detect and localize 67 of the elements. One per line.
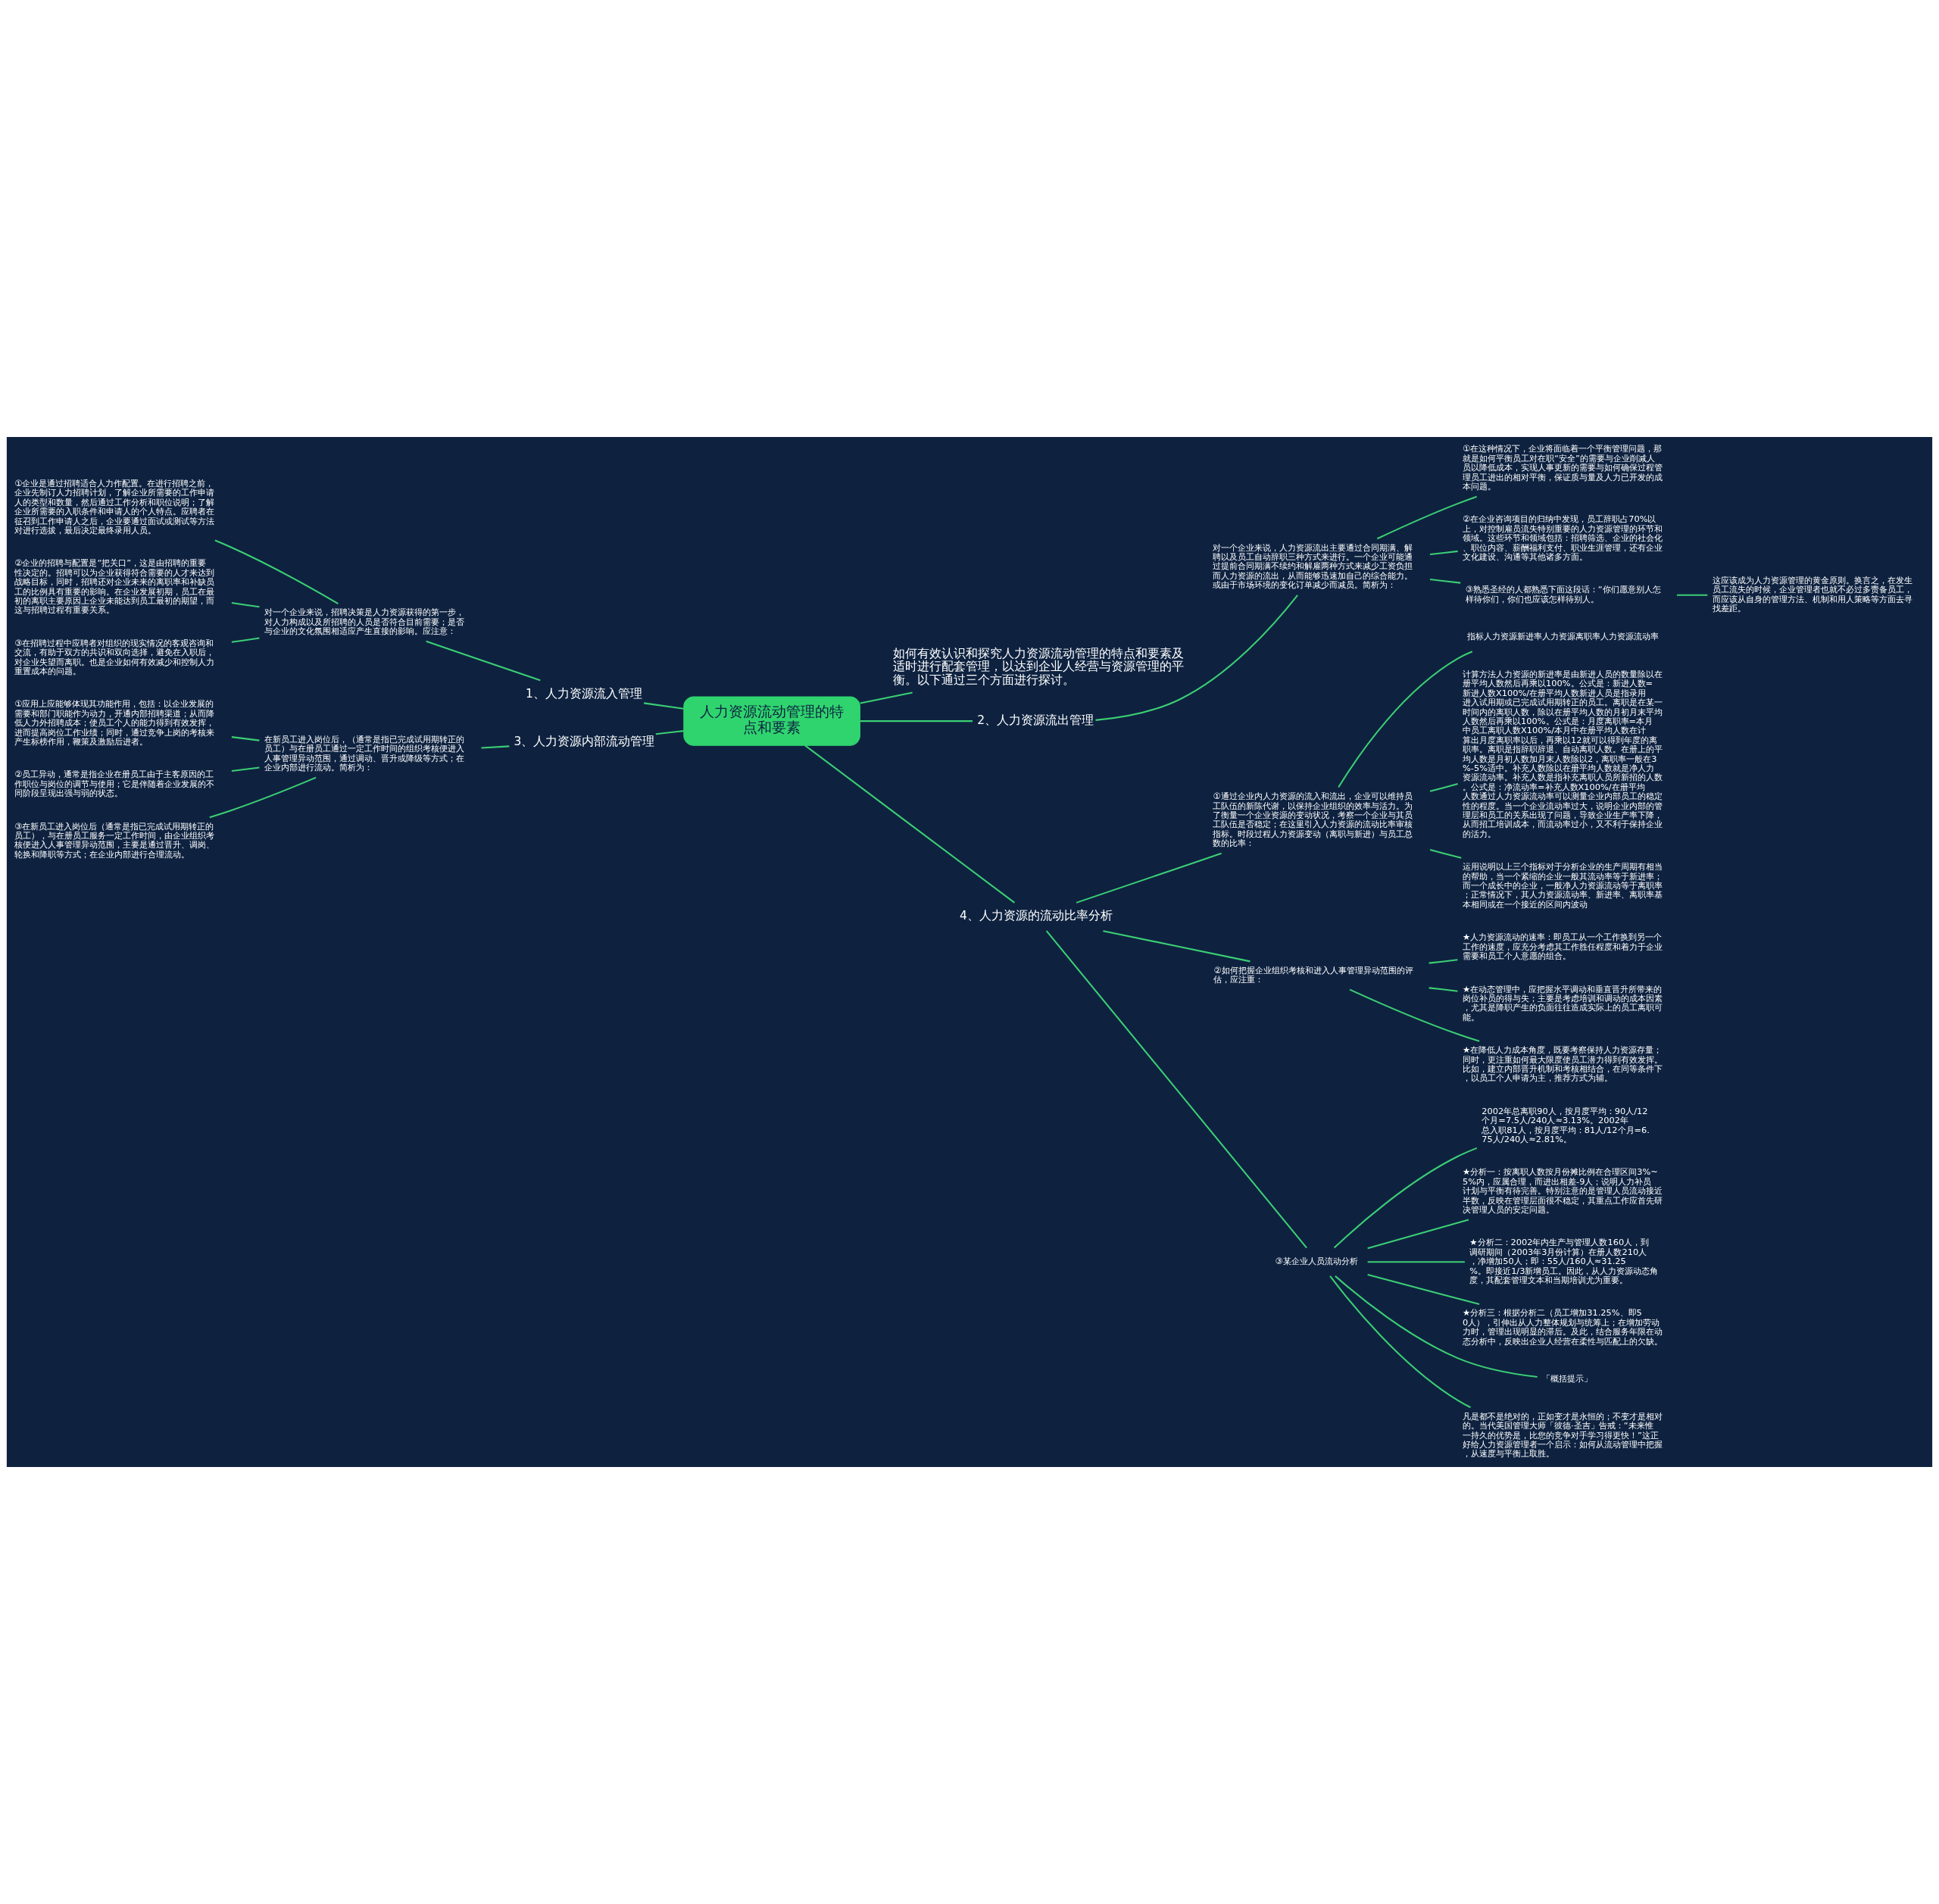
connector [1103,930,1251,963]
node-text: ★人力资源流动的速率：即员工从一个工作换到另一个工作的速度，应充分考虑其工作胜任程度和着力于企业需要和员工个人意愿的组合。 [1463,932,1663,962]
node-text: ★在动态管理中，应把握水平调动和垂直晋升所带来的岗位补员的得与失；主要是考虑培训和调动的成本因素，尤其是降职产生的负面往往造成实际上的员工离职可能。 [1463,983,1663,1022]
connector [1367,1261,1465,1263]
connector [860,691,913,704]
connector [1367,1219,1469,1250]
connector [804,744,1015,904]
connector [1429,783,1458,792]
node-text: 对一个企业来说，招聘决策是人力资源获得的第一步，对人力构成以及所招聘的人员是否符合目前需要；是否与企业的文化氛围相适应产生直接的影响。应注意： [264,607,464,637]
connector [231,736,260,741]
connector [1338,651,1473,788]
connector [231,766,260,772]
node-text: 运用说明以上三个指标对于分析企业的生产周期有相当的帮助，当一个紧缩的企业一般其流动率等于新进率；而一个成长中的企业，一般净人力资源流动等于离职率；正常情况下，其人力资源流动率、新进率、离职率基本相同或在一个接近的区间内波动 [1463,861,1663,910]
connector [644,702,684,710]
node-text: 计算方法人力资源的新进率是由新进人员的数量除以在册平均人数然后再乘以100%。公式是：新进人数=新进人数X100%/在册平均人数新进人员是指录用进入试用期或已完成试用期转正的员工。离职是在某一时间内的离职人数，除以在册平均人数的月初月末平均人数然后再乘以100%。公式是：月度离职率=本月中员工离职人数X100%/本月中在册平均人数在计算出月度离职率以后，再乘以12就可以得到年度的离职率。离职是指辞职辞退、自动离职人数。在册上的平均人数是月初人数加月末人数除以2，离职率一般在3%-5%适中。补充人数除以在册平均人数就是净人力资源流动率。补充人数是指补充离职人员所新招的人数。公式是：净流动率=补充人数X100%/在册平均人数通过人力资源流动率可以测量企业内部员工的稳定性的程度。当一个企业流动率过大，说明企业内部的管理层和员工的关系出现了问题，导致企业生产率下降，从而招工培训成本，而流动率过小，又不利于保持企业的活力。 [1463,669,1663,839]
node-text: ★分析一：按离职人数按月份摊比例在合理区间3%~5%内，应属合理，而进出相差-9人；说明人力补员计划与平衡有待完善。特别注意的是管理人员流动接近半数，反映在管理层面很不稳定，其重点工作应首先研决管理人员的安定问题。 [1463,1166,1663,1215]
node-text: ①在这种情况下，企业将面临着一个平衡管理问题，那就是如何平衡员工对在职“安全”的需要与企业削减人员以降低成本，实现人事更新的需要与如何确保过程管理员工进出的相对平衡，保证质与量及人力已开发的成本问题。 [1463,443,1663,492]
connector [1329,1275,1471,1409]
node-text: ③在新员工进入岗位后（通常是指已完成试用期转正的员工），与在册员工服务一定工作时间，由企业组织考核便进入人事管理异动范围，主要是通过晋升、调岗、轮换和降职等方式；在企业内部进行合理流动。 [14,820,215,860]
connector [1428,959,1458,964]
node-text: ①通过企业内人力资源的流入和流出，企业可以维持员工队伍的新陈代谢，以保持企业组织的效率与活力。为了衡量一个企业资源的变动状况，考察一个企业与其员工队伍是否稳定；在这里引入人力资源的流动比率审核指标。时段过程人力资源变动（离职与新进）与员工总数的比率： [1213,791,1413,849]
node-text: ②在企业咨询项目的归纳中发现，员工辞职占70%以上，对控制雇员流失特别重要的人力资源管理的环节和领域。这些环节和领域包括：招聘筛选、企业的社会化、职位内容、薪酬福利支付、职业生涯管理，还有企业文化建设、沟通等其他诸多方面。 [1463,513,1663,563]
node-text: ★分析三：根据分析二（员工增加31.25%、即50人），引伸出从人力整体规划与统筹上；在增加劳动力时，管理出现明显的滞后。及此，结合服务年限在动态分析中，反映出企业人经营在柔性与匹配上的欠缺。 [1463,1307,1663,1347]
node-text: 1、人力资源流入管理 [526,686,642,701]
node-text: ②员工异动，通常是指企业在册员工由于主客原因的工作职位与岗位的调节与使用；它是伴随着企业发展的不同阶段呈现出强与弱的状态。 [14,769,215,799]
connector [1376,495,1477,540]
node-text: ③某企业人员流动分析 [1275,1256,1358,1267]
node-text: ①企业是通过招聘适合人力作配置。在进行招聘之前，企业先制订人力招聘计划，了解企业所需要的工作申请人的类型和数量，然后通过工作分析和职位说明；了解企业所需要的入职条件和申请人的个人特点。应聘者在征召到工作申请人之后，企业要通过面试或测试等方法对进行选拔，最后决定最终录用人员。 [14,477,215,535]
connector [860,720,973,723]
connector [231,637,260,643]
connector [231,602,260,608]
node-text: 3、人力资源内部流动管理 [514,734,655,748]
node-text: ★分析二：2002年内生产与管理人数160人，到调研期间（2003年3月份计算）在册人数210人，净增加50人；即：55人/160人≈31.25%。即接近1/3新增员工。因此，从人力资源动态角度，其配套管理文本和当期培训尤为重要。 [1469,1237,1659,1285]
node-text: 这应该成为人力资源管理的黄金原则。换言之，在发生员工流失的时候，企业管理者也就不必过多责备员工，而应该从自身的管理方法、机制和用人策略等方面去寻找差距。 [1712,575,1912,614]
node-text: ②如何把握企业组织考核和进入人事管理异动范围的评估，应注重： [1213,964,1413,985]
connector [1095,595,1298,721]
connector [426,640,541,682]
node-text: ③在招聘过程中应聘者对组织的现实情况的客观咨询和交流，有助于双方的共识和双向选择，避免在入职后，对企业失望而离职。也是企业如何有效减少和控制人力重置成本的问题。 [14,637,215,676]
connector [481,745,510,749]
connector [1429,550,1458,556]
connector [1045,930,1307,1249]
node-text: 如何有效认识和探究人力资源流动管理的特点和要素及适时进行配套管理，以达到企业人经营与资源管理的平衡。以下通过三个方面进行探讨。 [892,646,1184,688]
connector [1333,1147,1478,1249]
connector [214,539,339,604]
connector [1076,852,1222,904]
connector [1349,988,1480,1042]
connector [1367,1273,1480,1306]
connector [1429,579,1461,584]
connector [1676,594,1708,596]
node-text: 对一个企业来说，人力资源流出主要通过合同期满、解聘以及员工自动辞职三种方式来进行。一个企业可能通过提前合同期满不续约和解雇两种方式来减少工资负担而人力资源的流出，从而能够迅速加自己的综合能力。或由于市场环境的变化订单减少而减员。简析为： [1213,542,1413,591]
connector [655,730,684,735]
node-text: ①应用上应能够体现其功能作用，包括：以企业发展的需要和部门职能作为动力，开通内部招聘渠道；从而降低人力外招聘成本；使员工个人的能力得到有效发挥，进而提高岗位工作业绩；同时，通过竞争上岗的考核来产生标榜作用，鞭策及激励后进者。 [14,698,215,747]
node-text: 4、人力资源的流动比率分析 [960,909,1113,923]
node-text: 2002年总离职90人，按月度平均：90人/12个月=7.5人/240人≈3.13%。2002年总入职81人，按月度平均：81人/12个月=6.75人/240人≈2.81%。 [1482,1105,1650,1144]
connector [1335,1275,1538,1378]
connector [1429,848,1462,859]
node-text: 凡是都不是绝对的，正如变才是永恒的；不变才是相对的。当代美国管理大师「彼德·圣吉」告戒：“未来惟一持久的优势是，比您的竞争对手学习得更快！”这正好给人力资源管理者一个启示：如何从流动管理中把握，从速度与平衡上取胜。 [1463,1410,1663,1459]
connector [1428,987,1458,992]
node-text: 在新员工进入岗位后，（通常是指已完成试用期转正的员工）与在册员工通过一定工作时间的组织考核便进入人事管理异动范围，通过调动、晋升或降级等方式；在企业内部进行流动。简析为： [264,733,464,773]
connector [209,776,317,819]
node-text: ②企业的招聘与配置是“把关口”，这是由招聘的重要性决定的。招聘可以为企业获得符合需要的人才来达到战略目标，同时，招聘还对企业未来的离职率和补缺员工的比例具有重要的影响。在企业发展初期，员工在最初的离职主要原因上企业未能达到员工最初的期望，而这与招聘过程有重要关系。 [14,557,215,616]
node-text: 指标人力资源新进率人力资源离职率人力资源流动率 [1467,631,1660,642]
node-box: 人力资源流动管理的特点和要素 [683,696,860,746]
node-text: 「概括提示」 [1541,1373,1592,1384]
node-text: 2、人力资源流出管理 [977,713,1094,727]
node-text: ③熟悉圣经的人都熟悉下面这段话：“你们愿意别人怎样待你们，你们也应该怎样待别人。 [1465,584,1661,604]
node-text: ★在降低人力成本角度，既要考察保持人力资源存量；同时，更注重如何最大限度使员工潜力得到有效发挥。比如，建立内部晋升机制和考核相结合，在同等条件下，以员工个人申请为主，推荐方式为辅。 [1463,1044,1663,1084]
